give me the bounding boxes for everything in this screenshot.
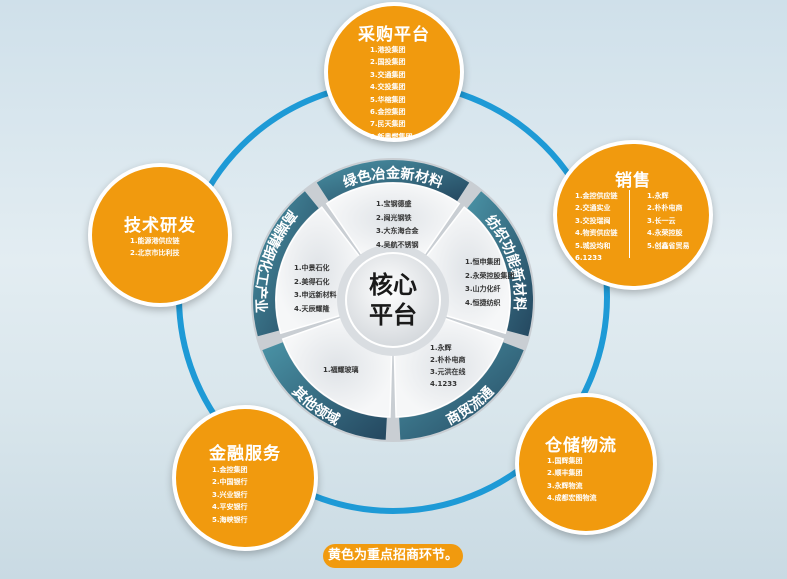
core-line-1: 核心: [369, 271, 417, 299]
list-item: 2.中国银行: [212, 478, 248, 487]
segment-list-textile: 1.恒申集团 2.永荣控股集团 3.山力化纤 4.恒捷纺织: [465, 256, 515, 310]
sales-divider: [629, 190, 630, 258]
list-item: 2.美得石化: [294, 277, 330, 286]
list-item: 4.永荣控股: [647, 229, 683, 238]
bubble-finance: 金融服务 1.金控集团 2.中国银行 3.兴业银行 4.平安银行 5.海峡银行: [172, 405, 318, 551]
list-item: 1.永辉: [430, 344, 452, 352]
list-item: 1.宝钢德盛: [376, 200, 412, 208]
segment-band-metallurgy: [316, 159, 470, 202]
legend-note: 黄色为重点招商环节。: [323, 544, 463, 568]
core-circle: [345, 252, 441, 348]
segment-list-commerce: 1.永辉 2.朴朴电商 3.元洪在线 4.1233: [430, 342, 466, 390]
list-item: 3.元洪在线: [430, 368, 466, 376]
bubble-logistics: 仓储物流 1.国辉集团 2.顺丰集团 3.永辉物流 4.成都宏图物流: [515, 393, 657, 535]
list-item: 2.交通实业: [575, 204, 611, 213]
list-item: 1.港投集团: [370, 46, 406, 54]
list-item: 8.新奥燃集团: [370, 132, 413, 141]
list-item: 2.国投集团: [370, 58, 406, 67]
list-item: 3.申远新材料: [294, 291, 337, 299]
list-item: 5.创鑫省贸易: [647, 241, 690, 250]
list-item: 2.永荣控股集团: [465, 271, 515, 280]
list-item: 7.民天集团: [370, 120, 406, 129]
segment-band-commerce: [399, 342, 524, 440]
segment-list-other: 1.福耀玻璃: [323, 364, 359, 378]
list-item: 3.交通集团: [370, 70, 406, 79]
segment-list-metallurgy: 1.宝钢德盛 2.闽光钢铁 3.大东海合金 4.吴航不锈钢: [376, 198, 419, 252]
bubble-title: 技术研发: [124, 216, 196, 236]
segment-band-other: [262, 342, 387, 440]
list-item: 1.永辉: [647, 192, 669, 200]
bubble-rnd: 技术研发 1.能源港供应链 2.北京市比利技: [88, 163, 232, 307]
list-item: 3.交投瑞闽: [575, 216, 611, 225]
segment-band-textile: [467, 191, 533, 337]
list-item: 1.恒申集团: [465, 258, 501, 266]
list-item: 3.大东海合金: [376, 227, 419, 235]
list-item: 4.吴航不锈钢: [376, 240, 419, 249]
list-item: 2.闽光钢铁: [376, 213, 412, 222]
list-item: 6.1233: [575, 254, 603, 263]
bubble-procurement: 采购平台 1.港投集团 2.国投集团 3.交通集团 4.交投集团 5.华榕集团 …: [324, 2, 464, 142]
list-item: 3.永辉物流: [547, 481, 583, 490]
bubble-title: 采购平台: [358, 25, 430, 45]
list-item: 2.顺丰集团: [547, 469, 583, 478]
list-item: 3.长一云: [647, 216, 676, 225]
list-item: 3.兴业银行: [212, 490, 248, 499]
list-item: 6.金控集团: [370, 108, 406, 117]
list-item: 2.朴朴电商: [430, 356, 466, 364]
list-item: 1.金控集团: [212, 466, 248, 474]
list-item: 5.华榕集团: [370, 95, 406, 104]
list-item: 4.恒捷纺织: [465, 298, 501, 307]
list-item: 4.成都宏图物流: [547, 494, 597, 503]
list-item: 1.中景石化: [294, 264, 330, 272]
list-item: 1.能源港供应链: [130, 237, 180, 245]
bubble-title: 销售: [615, 171, 651, 191]
bubble-title: 金融服务: [209, 444, 281, 464]
bubble-sales: 销售 1.金控供应链 2.交通实业 3.交投瑞闽 4.物资供应链 5.城投均和 …: [553, 140, 713, 290]
list-item: 3.山力化纤: [465, 285, 501, 293]
list-item: 5.海峡银行: [212, 515, 248, 524]
list-item: 4.交投集团: [370, 83, 406, 92]
list-item: 1.金控供应链: [575, 192, 618, 200]
list-item: 1.福耀玻璃: [323, 366, 359, 374]
core-platform-label: 核心 平台: [350, 258, 436, 344]
list-item: 4.物资供应链: [575, 229, 618, 238]
list-item: 2.北京市比利技: [130, 249, 180, 258]
list-item: 1.国辉集团: [547, 457, 583, 465]
list-item: 4.1233: [430, 380, 458, 388]
list-item: 2.朴朴电商: [647, 204, 683, 213]
segment-band-chemical: [252, 191, 319, 337]
segment-list-chemical: 1.中景石化 2.美得石化 3.申远新材料 4.天辰耀隆: [294, 262, 337, 316]
core-line-2: 平台: [369, 301, 417, 329]
list-item: 4.天辰耀隆: [294, 304, 330, 313]
list-item: 5.城投均和: [575, 241, 611, 250]
bubble-title: 仓储物流: [545, 436, 617, 456]
list-item: 4.平安银行: [212, 503, 248, 512]
